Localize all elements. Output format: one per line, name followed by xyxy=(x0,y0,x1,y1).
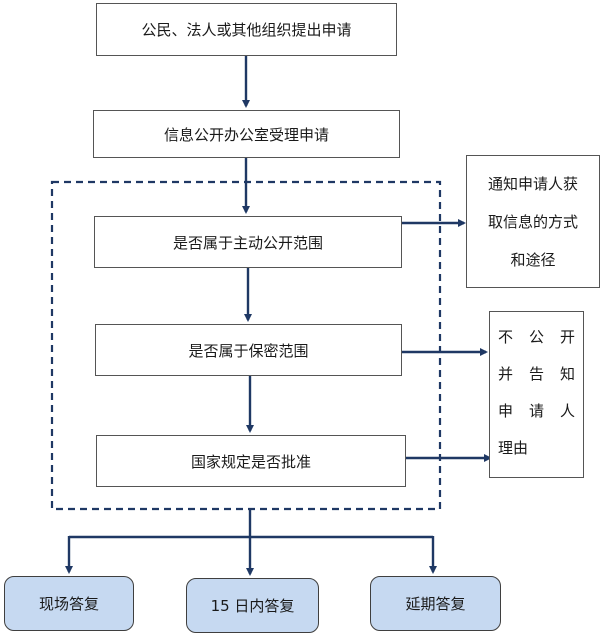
note-notify-access-method-line-2: 取信息的方式 xyxy=(487,213,578,231)
step-check-public-scope: 是否属于主动公开范围 xyxy=(94,216,402,268)
note-refusal-reason-line-2: 并 告 知 xyxy=(498,365,575,383)
step-state-approval-label: 国家规定是否批准 xyxy=(190,452,311,471)
result-reply-within-15-days: 15 日内答复 xyxy=(186,578,319,633)
result-deferred-reply-label: 延期答复 xyxy=(405,595,466,613)
note-refusal-reason-line-3: 申 请 人 xyxy=(498,402,575,420)
result-onsite-reply: 现场答复 xyxy=(4,576,134,631)
note-refusal-reason-line-1: 不 公 开 xyxy=(498,328,575,346)
step-check-secret-scope-label: 是否属于保密范围 xyxy=(188,341,309,360)
note-refusal-reason-line-4: 理由 xyxy=(498,439,529,457)
note-refusal-reason: 不 公 开 并 告 知 申 请 人 理由 xyxy=(489,311,584,478)
note-notify-access-method-line-1: 通知申请人获 xyxy=(487,175,578,193)
step-state-approval: 国家规定是否批准 xyxy=(96,435,406,487)
step-submit-application-label: 公民、法人或其他组织提出申请 xyxy=(141,21,352,39)
step-check-public-scope-label: 是否属于主动公开范围 xyxy=(172,233,323,252)
step-accept-application-label: 信息公开办公室受理申请 xyxy=(163,125,329,144)
step-accept-application: 信息公开办公室受理申请 xyxy=(93,110,400,158)
step-check-secret-scope: 是否属于保密范围 xyxy=(95,324,402,376)
result-reply-within-15-days-label: 15 日内答复 xyxy=(210,597,295,615)
result-deferred-reply: 延期答复 xyxy=(370,576,501,631)
note-notify-access-method-line-3: 和途径 xyxy=(510,251,556,269)
result-onsite-reply-label: 现场答复 xyxy=(38,595,99,613)
note-notify-access-method: 通知申请人获 取信息的方式 和途径 xyxy=(466,155,600,288)
step-submit-application: 公民、法人或其他组织提出申请 xyxy=(96,3,397,56)
